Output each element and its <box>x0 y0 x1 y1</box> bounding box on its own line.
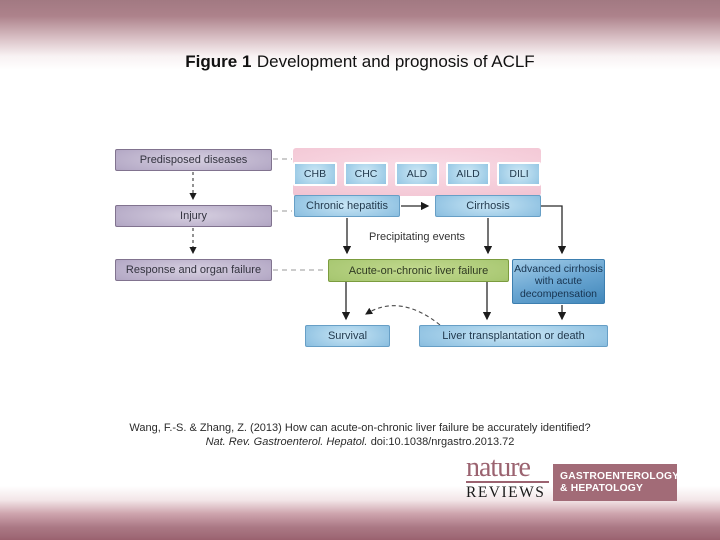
etiology-label: CHC <box>354 168 378 180</box>
stage-label: Predisposed diseases <box>139 154 248 166</box>
etiology-aild: AILD <box>446 162 490 186</box>
arrow-cirrhosis-to-advanced <box>541 205 567 255</box>
arrow-transplant-to-survival-dashed <box>365 305 441 326</box>
node-label: Survival <box>327 330 368 342</box>
node-advanced-cirrhosis: Advanced cirrhosis with acute decompensa… <box>512 259 605 304</box>
node-label: Acute-on-chronic liver failure <box>348 264 489 277</box>
node-aclf: Acute-on-chronic liver failure <box>328 259 509 282</box>
etiology-chc: CHC <box>344 162 388 186</box>
etiology-label: CHB <box>303 168 327 180</box>
reviews-wordmark: REVIEWS <box>466 484 546 501</box>
stage-response-organ-failure: Response and organ failure <box>115 259 272 281</box>
stage-predisposed-diseases: Predisposed diseases <box>115 149 272 171</box>
label-text: Precipitating events <box>369 231 465 243</box>
badge-line2: & HEPATOLOGY <box>560 482 644 494</box>
citation: Wang, F.-S. & Zhang, Z. (2013) How can a… <box>0 421 720 449</box>
node-chronic-hepatitis: Chronic hepatitis <box>294 195 400 217</box>
node-cirrhosis: Cirrhosis <box>435 195 541 217</box>
nature-wordmark: nature <box>466 452 531 483</box>
etiology-ald: ALD <box>395 162 439 186</box>
badge-line1: GASTROENTEROLOGY <box>560 471 680 482</box>
citation-line2: Nat. Rev. Gastroenterol. Hepatol.doi:10.… <box>0 435 720 449</box>
precipitating-events-label: Precipitating events <box>342 231 492 243</box>
citation-line1: Wang, F.-S. & Zhang, Z. (2013) How can a… <box>129 422 591 434</box>
etiology-panel: CHB CHC ALD AILD DILI <box>293 148 541 196</box>
figure-title-text: Development and prognosis of ACLF <box>256 52 535 71</box>
node-transplant-or-death: Liver transplantation or death <box>419 325 608 347</box>
nature-reviews-logo: nature REVIEWS GASTROENTEROLOGY & HEPATO… <box>462 452 680 505</box>
node-survival: Survival <box>305 325 390 347</box>
etiology-chb: CHB <box>293 162 337 186</box>
citation-doi: doi:10.1038/nrgastro.2013.72 <box>370 436 515 448</box>
node-label: Liver transplantation or death <box>442 330 585 342</box>
node-label-line: decompensation <box>519 287 598 300</box>
etiology-label: ALD <box>406 168 428 180</box>
stage-injury: Injury <box>115 205 272 227</box>
node-label: Chronic hepatitis <box>306 200 388 212</box>
etiology-label: DILI <box>509 168 529 180</box>
stage-label: Response and organ failure <box>125 264 262 276</box>
figure-label: Figure 1 <box>185 52 252 71</box>
etiology-dili: DILI <box>497 162 541 186</box>
citation-journal: Nat. Rev. Gastroenterol. Hepatol. <box>205 436 368 448</box>
node-label-line: Advanced cirrhosis <box>514 262 603 275</box>
logo-rule <box>466 481 549 483</box>
stage-label: Injury <box>180 210 207 222</box>
node-label: Cirrhosis <box>466 200 510 212</box>
node-label-line: with acute <box>534 275 583 288</box>
etiology-label: AILD <box>456 168 480 180</box>
journal-badge: GASTROENTEROLOGY & HEPATOLOGY <box>553 464 680 501</box>
